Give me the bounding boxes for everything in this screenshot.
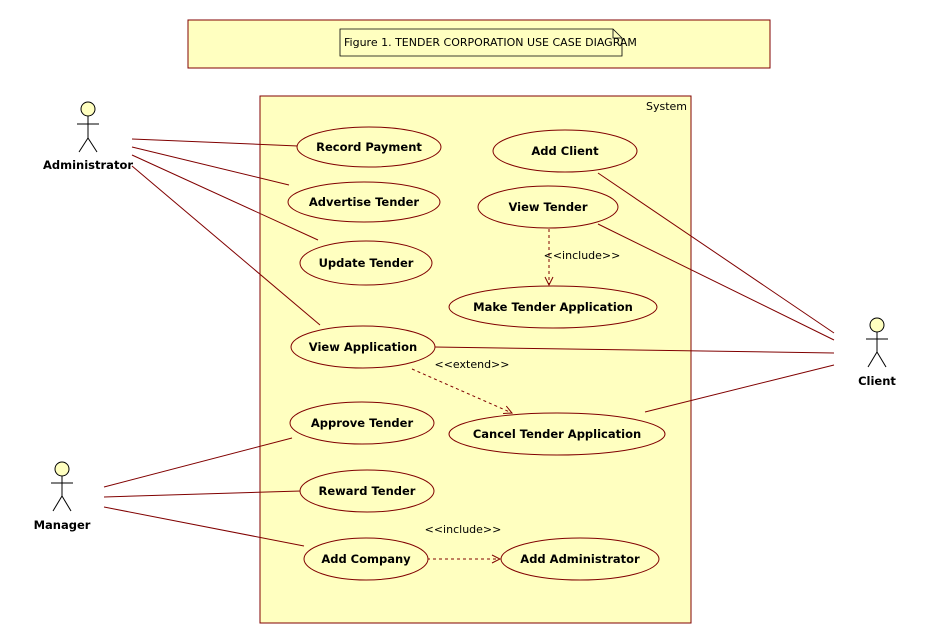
associations xyxy=(103,138,835,547)
actor-label-manager: Manager xyxy=(34,518,91,532)
actor-administrator[interactable] xyxy=(77,101,99,153)
use-case-label: View Application xyxy=(309,340,417,354)
use-case-label: Add Client xyxy=(531,144,599,158)
use-case-label: Cancel Tender Application xyxy=(473,427,641,441)
figure-note: Figure 1. TENDER CORPORATION USE CASE DI… xyxy=(339,28,637,57)
use-case-approve-tender[interactable]: Approve Tender xyxy=(289,401,435,445)
use-case-view-tender[interactable]: View Tender xyxy=(477,185,619,229)
use-case-label: Approve Tender xyxy=(311,416,414,430)
use-case-label: View Tender xyxy=(508,200,587,214)
use-case-reward-tender[interactable]: Reward Tender xyxy=(299,469,435,513)
use-case-label: Reward Tender xyxy=(319,484,416,498)
use-case-cancel-tender-application[interactable]: Cancel Tender Application xyxy=(448,412,666,456)
dependencies xyxy=(411,229,549,559)
assoc-admin-view-application xyxy=(131,165,321,326)
actor-label-administrator: Administrator xyxy=(43,158,133,172)
use-case-add-administrator[interactable]: Add Administrator xyxy=(500,537,660,581)
stereotype-include-1: <<include>> xyxy=(544,249,621,262)
assoc-admin-record-payment xyxy=(131,138,299,147)
stereotype-extend: <<extend>> xyxy=(435,358,510,371)
use-case-label: Update Tender xyxy=(319,256,414,270)
assoc-manager-reward-tender xyxy=(103,490,302,498)
assoc-client-view-application xyxy=(433,346,835,354)
use-case-label: Add Administrator xyxy=(520,552,640,566)
use-case-label: Advertise Tender xyxy=(309,195,420,209)
assoc-client-view-tender xyxy=(597,223,835,341)
use-case-label: Make Tender Application xyxy=(473,300,633,314)
stereotype-include-2: <<include>> xyxy=(425,523,502,536)
use-case-advertise-tender[interactable]: Advertise Tender xyxy=(287,181,441,223)
use-case-update-tender[interactable]: Update Tender xyxy=(299,240,433,286)
actor-client[interactable] xyxy=(866,317,888,368)
actor-manager[interactable] xyxy=(51,461,73,512)
assoc-admin-advertise-tender xyxy=(131,146,290,186)
assoc-manager-approve-tender xyxy=(103,437,293,488)
use-case-view-application[interactable]: View Application xyxy=(290,325,436,369)
assoc-admin-update-tender xyxy=(131,154,319,241)
actor-label-client: Client xyxy=(858,374,896,388)
use-case-label: Record Payment xyxy=(316,140,422,154)
use-case-add-company[interactable]: Add Company xyxy=(303,537,429,581)
assoc-manager-add-company xyxy=(103,506,305,547)
extend-arrow-view-cancel xyxy=(411,368,512,413)
assoc-client-cancel-application xyxy=(644,364,835,413)
use-case-record-payment[interactable]: Record Payment xyxy=(296,126,442,168)
use-case-label: Add Company xyxy=(321,552,411,566)
use-case-add-client[interactable]: Add Client xyxy=(492,129,638,173)
use-case-make-tender-application[interactable]: Make Tender Application xyxy=(448,285,658,329)
system-label: System xyxy=(646,100,687,113)
assoc-client-add-client xyxy=(597,172,835,334)
figure-note-text: Figure 1. TENDER CORPORATION USE CASE DI… xyxy=(344,36,637,49)
